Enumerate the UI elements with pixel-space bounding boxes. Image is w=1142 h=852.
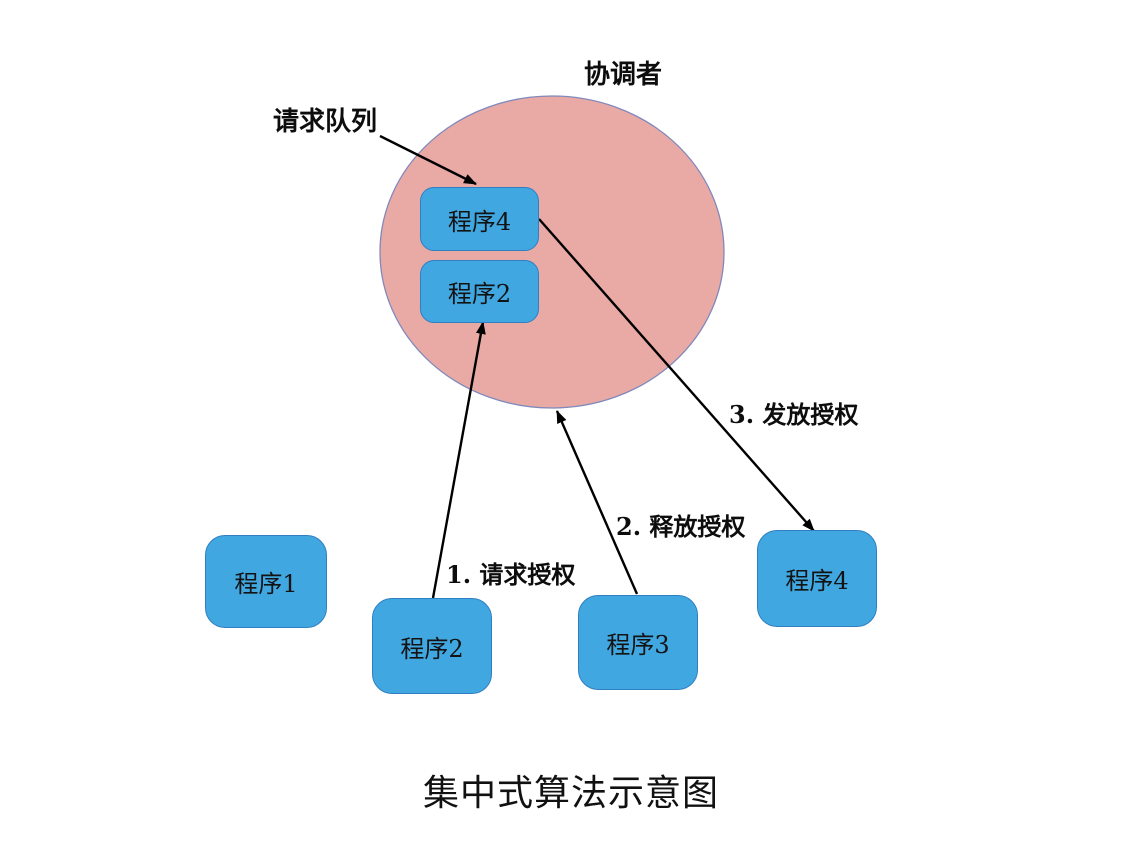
coordinator-circle [379, 95, 725, 409]
flow-label-release-grant: 2. 释放授权 [616, 512, 746, 541]
process-box-program3: 程序3 [578, 595, 698, 690]
flow-label-request-grant: 1. 请求授权 [446, 560, 576, 589]
issue-grant-arrow [538, 218, 815, 532]
process-box-program2: 程序2 [372, 598, 492, 694]
diagram-title: 集中式算法示意图 [422, 773, 719, 814]
request-queue-label: 请求队列 [273, 107, 378, 137]
process-box-program4: 程序4 [757, 530, 877, 627]
request-grant-arrow [431, 321, 486, 599]
request-queue-pointer-arrow [379, 134, 477, 186]
queue-item-program2: 程序2 [420, 260, 539, 323]
release-grant-arrow [555, 410, 639, 595]
flow-label-issue-grant: 3. 发放授权 [729, 400, 859, 429]
coordinator-label: 协调者 [584, 60, 663, 90]
queue-item-program4: 程序4 [420, 187, 539, 251]
process-box-program1: 程序1 [205, 535, 327, 628]
